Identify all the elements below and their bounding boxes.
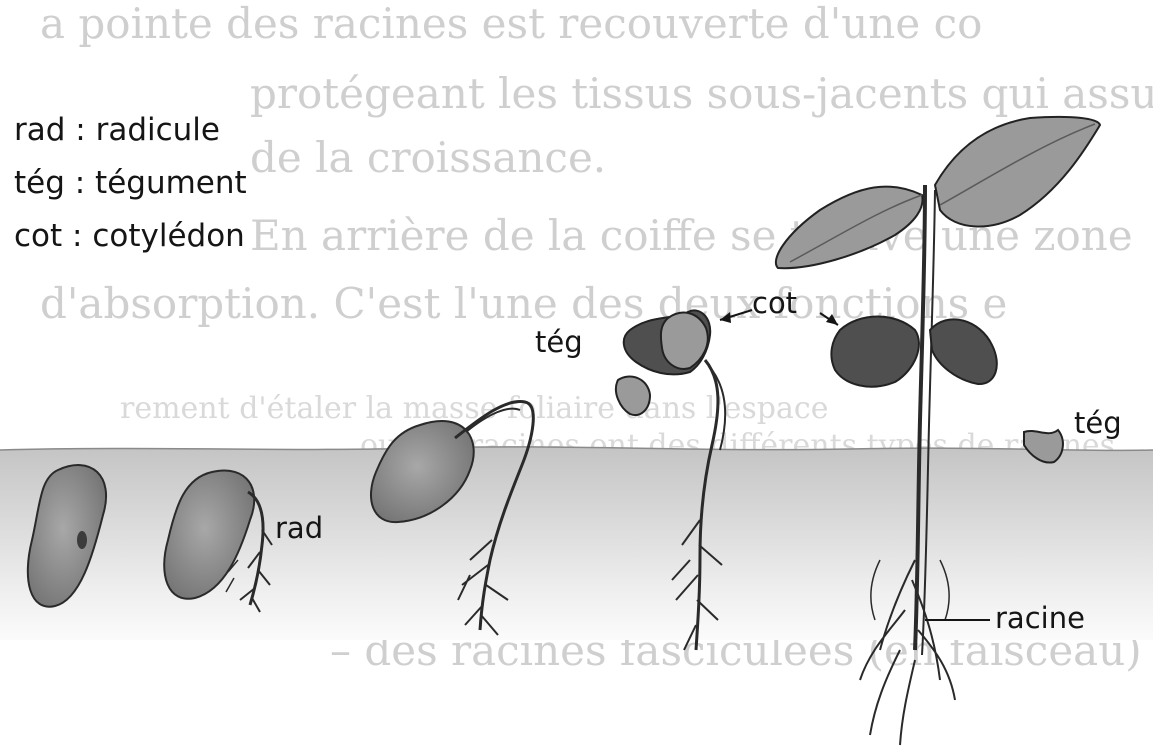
bleed-line-1: a pointe des racines est recouverte d'un…	[40, 0, 982, 48]
label-racine: racine	[995, 601, 1085, 635]
label-cot: cot	[752, 286, 797, 320]
bleed-line-2: protégeant les tissus sous-jacents qui a…	[250, 69, 1153, 118]
label-teg-ground: tég	[1074, 406, 1122, 440]
legend: rad : radicule tég : tégument cot : coty…	[14, 112, 247, 254]
legend-rad: rad : radicule	[14, 112, 220, 148]
legend-cot: cot : cotylédon	[14, 218, 245, 254]
label-rad: rad	[275, 511, 323, 545]
legend-teg: tég : tégument	[14, 165, 247, 201]
bleed-line-3: de la croissance.	[250, 133, 606, 182]
label-teg-stage4: tég	[535, 325, 583, 359]
bleed-line-6: rement d'étaler la masse foliaire dans l…	[120, 391, 828, 426]
